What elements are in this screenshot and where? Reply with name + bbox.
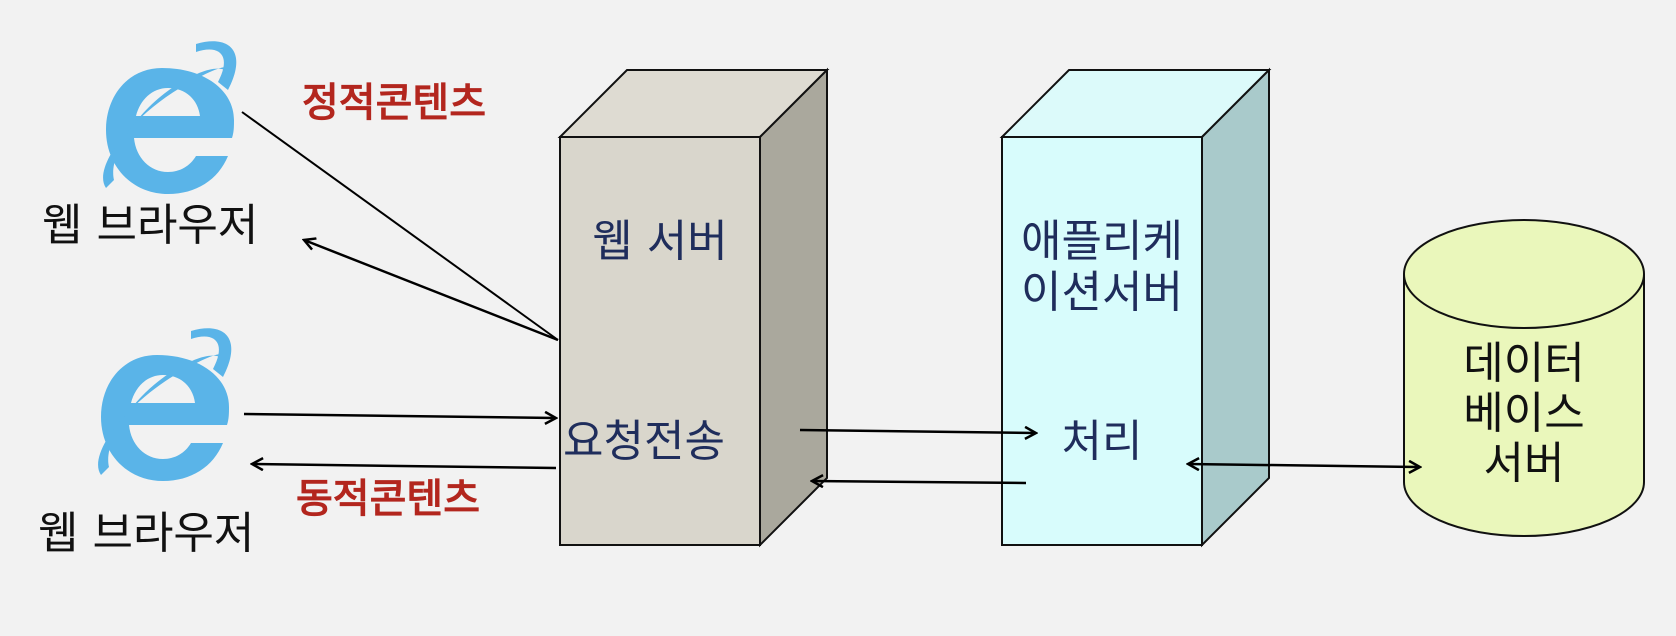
- dynamic-content-arrow: [252, 464, 557, 468]
- processed-response-arrow: [812, 481, 1027, 483]
- static-content-arrow: [304, 240, 559, 342]
- browser-label-bottom: 웹 브라우저: [38, 508, 254, 559]
- web-server-title: 웹 서버: [592, 216, 727, 267]
- browser-icon-top: [103, 41, 237, 194]
- internet-explorer-icon: [98, 328, 232, 481]
- app-server-title-line2: 이션서버: [1021, 267, 1183, 318]
- database-label-line3: 서버: [1484, 438, 1565, 489]
- static-content-label: 정적콘텐츠: [302, 80, 486, 126]
- database-label-line1: 데이터: [1463, 338, 1584, 389]
- browser-label-top: 웹 브라우저: [42, 200, 258, 251]
- app-server-title-line1: 애플리케: [1021, 216, 1183, 267]
- web-server-box: [557, 67, 830, 548]
- web-server-action: 요청전송: [563, 416, 725, 467]
- browser-icon-bottom: [98, 328, 232, 481]
- application-server-box: [999, 67, 1272, 548]
- database-label-line2: 베이스: [1463, 388, 1584, 439]
- static-content-line: [241, 111, 559, 341]
- dynamic-content-label: 동적콘텐츠: [296, 476, 480, 522]
- internet-explorer-icon: [103, 41, 237, 194]
- database-cylinder: [1403, 219, 1645, 537]
- forward-request-arrow: [799, 430, 1036, 433]
- app-server-action: 처리: [1062, 416, 1143, 467]
- request-arrow: [243, 414, 556, 418]
- database-connection-arrow: [1188, 464, 1420, 467]
